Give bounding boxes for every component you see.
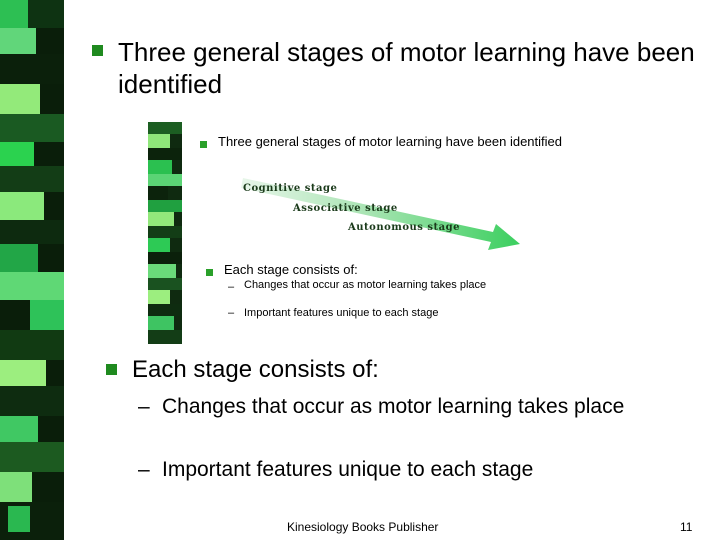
inset-main-bullet: Each stage consists of: xyxy=(224,262,358,277)
page-number: 11 xyxy=(680,520,693,534)
sub-item-dash: – xyxy=(138,458,150,481)
stage-progression-arrow xyxy=(241,178,520,250)
slide-thumbnail-image: Three general stages of motor learning h… xyxy=(148,122,584,344)
sub-item-2: Important features unique to each stage xyxy=(162,458,534,481)
inset-sub-item-1: Changes that occur as motor learning tak… xyxy=(244,279,487,291)
stage-label-cognitive: Cognitive stage xyxy=(243,183,338,194)
sub-item-1: Changes that occur as motor learning tak… xyxy=(162,395,625,418)
inset-bullet-icon xyxy=(206,269,213,276)
inset-dash: – xyxy=(228,281,235,293)
bullet-icon xyxy=(106,364,117,375)
slide-title: Three general stages of motor learning h… xyxy=(118,37,695,99)
inset-sub-item-2: Important features unique to each stage xyxy=(244,307,439,319)
left-decorative-stripe xyxy=(0,0,64,540)
main-bullet-text: Each stage consists of: xyxy=(132,356,379,383)
inset-bullet-icon xyxy=(200,141,207,148)
inset-dash: – xyxy=(228,307,235,319)
footer-publisher: Kinesiology Books Publisher xyxy=(287,520,439,534)
inset-decorative-stripe xyxy=(148,122,182,344)
stage-label-autonomous: Autonomous stage xyxy=(348,222,460,233)
inset-title: Three general stages of motor learning h… xyxy=(218,134,562,149)
sub-item-dash: – xyxy=(138,395,150,418)
bullet-icon xyxy=(92,45,103,56)
stage-label-associative: Associative stage xyxy=(293,203,398,214)
